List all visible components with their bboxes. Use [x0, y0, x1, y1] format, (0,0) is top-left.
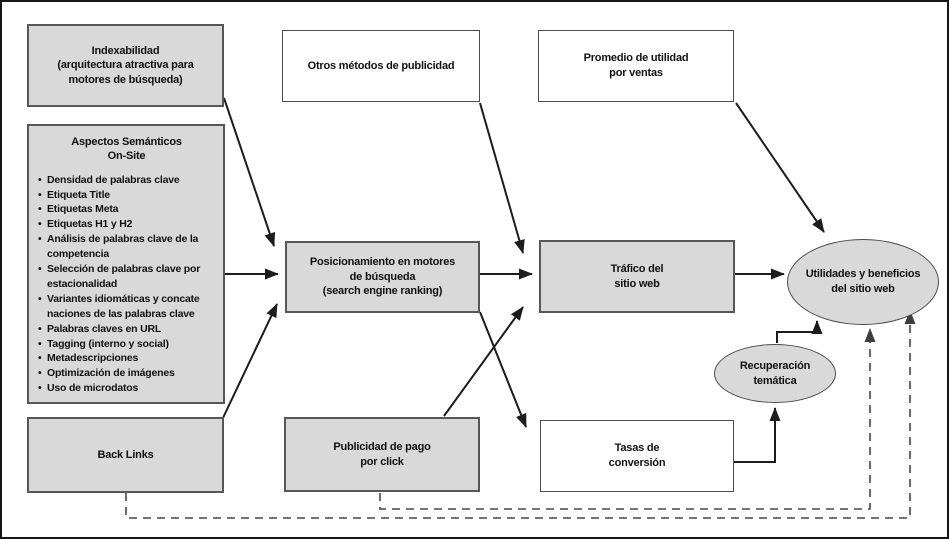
semantic-aspects-title: Aspectos Semánticos On-Site	[71, 136, 182, 163]
arrow-ppc-to-traffic	[443, 306, 524, 417]
node-other-advertising-label: Otros métodos de publicidad	[307, 59, 455, 72]
arrow-conversion-to-thematic	[734, 407, 781, 463]
node-indexability: Indexabilidad (arquitectura atractiva pa…	[27, 24, 224, 107]
list-item: Variantes idiomáticas y concate naciones…	[38, 292, 215, 322]
arrow-other-ads-to-traffic	[479, 102, 525, 254]
node-site-benefits-label: Utilidades y beneficios del sitio web	[805, 268, 921, 295]
node-pay-per-click: Publicidad de pago por click	[284, 417, 480, 492]
semantic-aspects-list: Densidad de palabras clave Etiqueta Titl…	[38, 173, 215, 397]
node-site-benefits: Utilidades y beneficios del sitio web	[787, 239, 939, 325]
node-indexability-label: Indexabilidad (arquitectura atractiva pa…	[57, 44, 194, 86]
list-item: Uso de microdatos	[38, 381, 215, 396]
dashed-arrow-ppc-to-benefits	[379, 328, 876, 510]
node-back-links-label: Back Links	[97, 448, 154, 461]
node-thematic-recovery-label: Recuperación temática	[739, 359, 811, 387]
list-item: Etiquetas H1 y H2	[38, 217, 215, 232]
node-pay-per-click-label: Publicidad de pago por click	[333, 440, 431, 468]
node-conversion-rates: Tasas de conversión	[540, 420, 734, 492]
node-back-links: Back Links	[27, 417, 224, 493]
arrow-ranking-to-conversion	[479, 311, 527, 428]
node-other-advertising: Otros métodos de publicidad	[282, 30, 480, 102]
node-search-engine-ranking: Posicionamiento en motores de búsqueda (…	[285, 241, 480, 313]
arrow-thematic-to-benefits	[776, 320, 823, 343]
node-semantic-aspects: Aspectos Semánticos On-Site Densidad de …	[27, 124, 225, 404]
list-item: Optimización de imágenes	[38, 366, 215, 381]
list-item: Metadescripciones	[38, 351, 215, 366]
node-conversion-rates-label: Tasas de conversión	[608, 442, 666, 469]
list-item: Análisis de palabras clave de la compete…	[38, 232, 215, 262]
list-item: Densidad de palabras clave	[38, 173, 215, 188]
arrow-backlinks-to-ranking	[221, 303, 278, 421]
dashed-arrow-backlinks-to-benefits	[125, 310, 916, 519]
node-site-traffic-label: Tráfico del sitio web	[610, 262, 664, 290]
node-site-traffic: Tráfico del sitio web	[539, 240, 735, 313]
node-thematic-recovery: Recuperación temática	[714, 344, 836, 403]
list-item: Etiquetas Meta	[38, 202, 215, 217]
node-average-profit-label: Promedio de utilidad por ventas	[583, 52, 689, 79]
list-item: Palabras claves en URL	[38, 322, 215, 337]
list-item: Etiqueta Title	[38, 188, 215, 203]
arrow-avg-profit-to-benefits	[735, 102, 825, 233]
node-average-profit: Promedio de utilidad por ventas	[538, 30, 734, 102]
list-item: Tagging (interno y social)	[38, 337, 215, 352]
arrow-indexability-to-ranking	[223, 97, 276, 247]
list-item: Selección de palabras clave por estacion…	[38, 262, 215, 292]
node-search-engine-ranking-label: Posicionamiento en motores de búsqueda (…	[309, 256, 456, 298]
